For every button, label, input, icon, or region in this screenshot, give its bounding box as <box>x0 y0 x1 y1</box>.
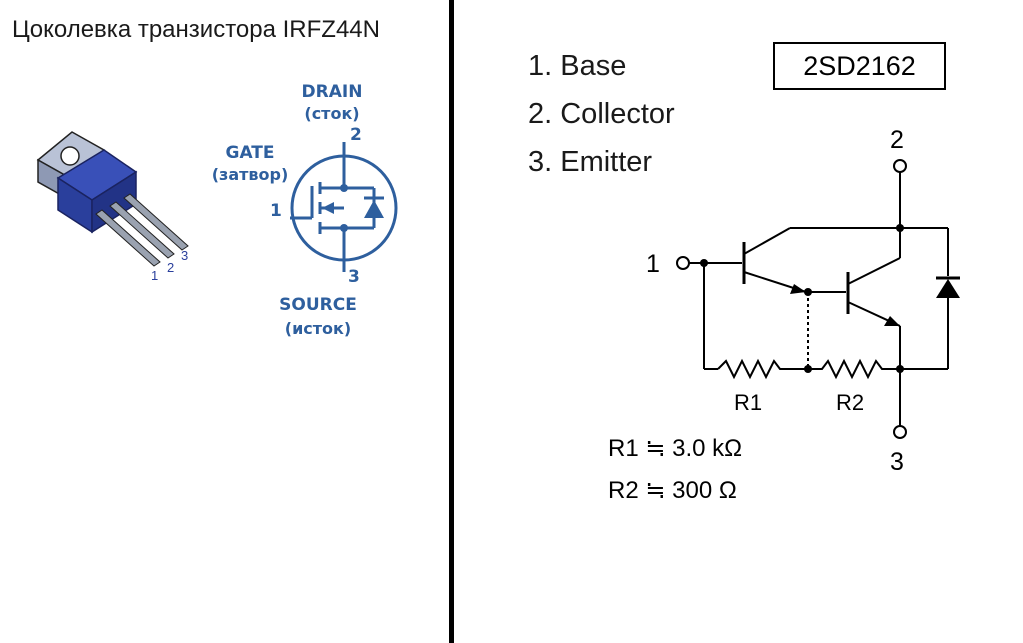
schematic-pin-base: 1 <box>646 250 660 278</box>
left-panel-title: Цоколевка транзистора IRFZ44N <box>12 16 380 43</box>
package-pin-3-label: 3 <box>181 248 188 263</box>
emitter-node-dot <box>896 365 904 373</box>
mosfet-symbol <box>290 142 398 272</box>
gate-sublabel: (затвор) <box>212 165 289 184</box>
pin-list-item-emitter: 3. Emitter <box>528 146 653 178</box>
r2-label: R2 <box>836 390 864 415</box>
darlington-diode-arrow <box>936 279 960 298</box>
schematic-pin-emitter: 3 <box>890 448 904 476</box>
r2-value: R2 ≒ 300 Ω <box>608 477 737 504</box>
package-pin-2-label: 2 <box>167 260 174 275</box>
mosfet-pin-gate: 1 <box>270 201 282 221</box>
source-node-dot <box>340 224 348 232</box>
r1-value: R1 ≒ 3.0 kΩ <box>608 435 743 462</box>
collector-node-dot <box>896 224 904 232</box>
drain-label: DRAIN <box>302 82 363 102</box>
panel-divider <box>449 0 454 643</box>
body-diode-arrow <box>364 200 384 218</box>
source-sublabel: (исток) <box>285 319 351 338</box>
r1-r2-node-dot <box>804 365 812 373</box>
part-number-box: 2SD2162 <box>773 42 946 90</box>
channel-arrow <box>322 202 334 214</box>
pin-list-item-collector: 2. Collector <box>528 98 675 130</box>
t2-emitter-arrow <box>884 316 900 326</box>
mosfet-pin-drain: 2 <box>350 125 362 145</box>
t1-emitter-arrow <box>790 284 806 294</box>
drain-node-dot <box>340 184 348 192</box>
gate-label: GATE <box>226 143 275 163</box>
pin-list-item-base: 1. Base <box>528 50 627 82</box>
mosfet-pin-source: 3 <box>348 267 360 287</box>
darlington-schematic <box>676 159 960 439</box>
pin-list: 1. Base 2. Collector 3. Emitter <box>528 42 675 186</box>
package-pin-1-label: 1 <box>151 268 158 283</box>
to220-package-illustration <box>36 131 189 267</box>
drain-sublabel: (сток) <box>304 104 359 123</box>
r1-label: R1 <box>734 390 762 415</box>
schematic-pin-collector: 2 <box>890 126 904 154</box>
base-node-dot <box>700 259 708 267</box>
source-label: SOURCE <box>279 295 357 315</box>
t2-base-node-dot <box>804 288 812 296</box>
